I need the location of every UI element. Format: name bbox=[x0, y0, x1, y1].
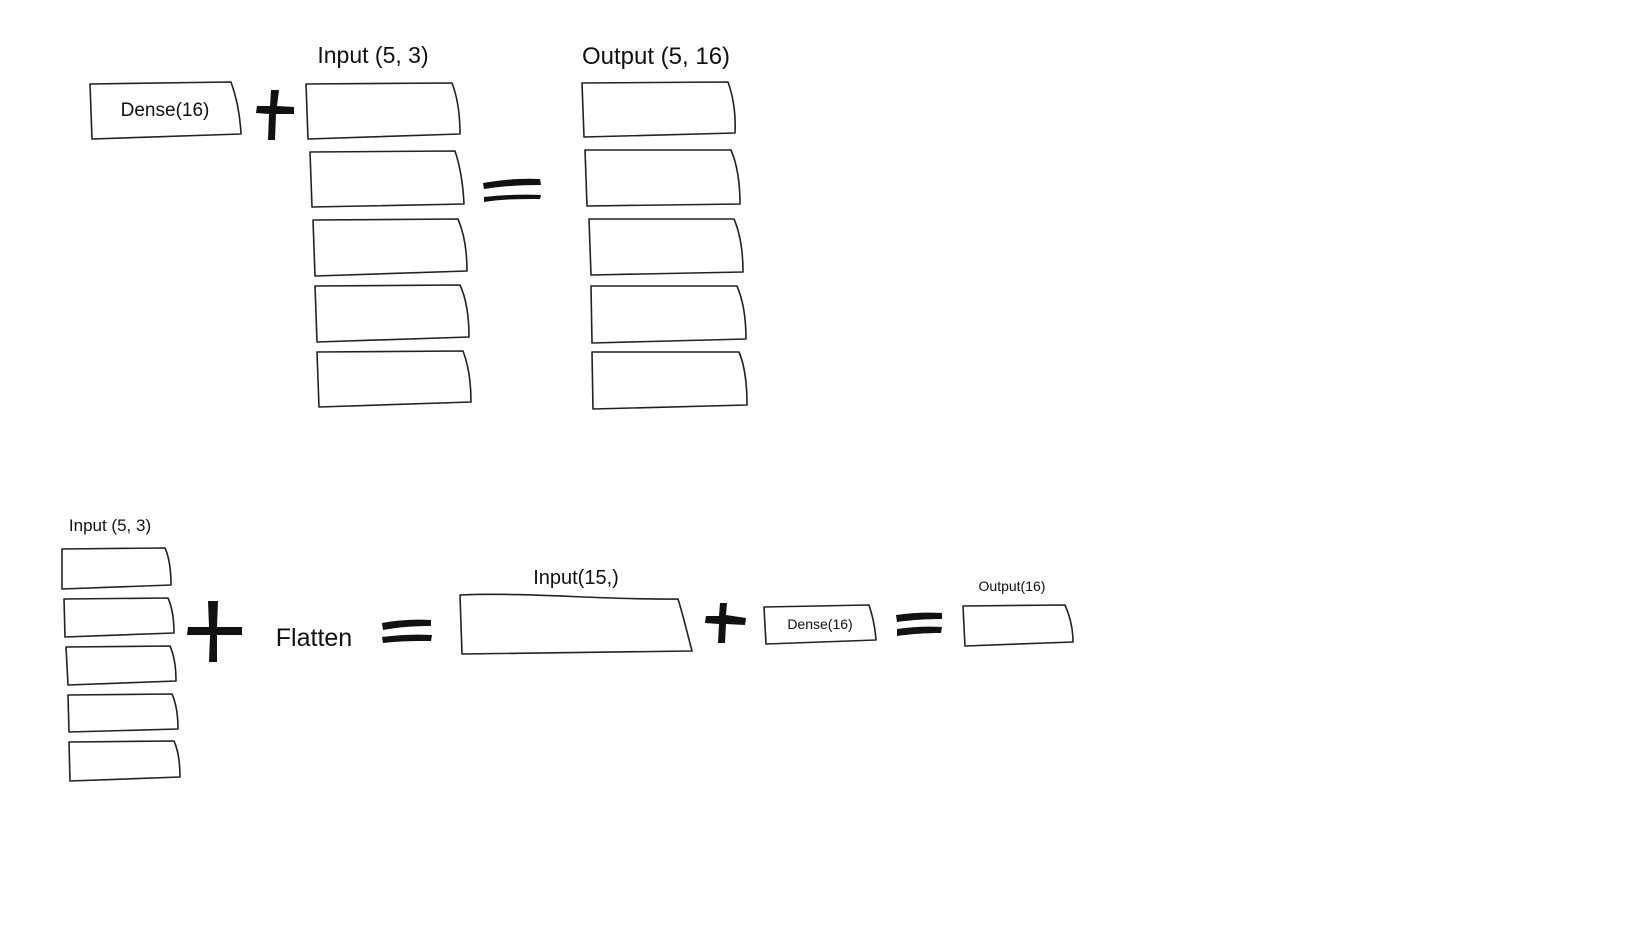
flatten-label: Flatten bbox=[276, 624, 352, 652]
bottom-equals-icon-2 bbox=[896, 612, 942, 636]
flat-input-label: Input(15,) bbox=[533, 567, 619, 589]
bottom-dense-block: Dense(16) bbox=[763, 604, 877, 645]
top-input-stack bbox=[305, 82, 472, 408]
top-output-row bbox=[590, 285, 747, 344]
bottom-output-label: Output(16) bbox=[979, 578, 1046, 594]
bottom-plus-icon-2 bbox=[705, 603, 746, 643]
top-plus-icon bbox=[256, 90, 294, 140]
bottom-input-stack bbox=[61, 547, 181, 782]
bottom-output-box bbox=[962, 604, 1074, 647]
top-input-row bbox=[314, 284, 470, 343]
top-input-label: Input (5, 3) bbox=[317, 42, 428, 68]
top-output-row bbox=[584, 149, 741, 207]
bottom-input-row bbox=[67, 693, 179, 733]
bottom-equals-icon-1 bbox=[382, 619, 432, 643]
top-output-row bbox=[591, 351, 748, 410]
bottom-input-row bbox=[65, 645, 177, 686]
top-input-row bbox=[305, 82, 461, 140]
flat-input-box bbox=[459, 593, 693, 655]
top-equals-icon bbox=[483, 178, 541, 202]
bottom-input-row bbox=[63, 597, 175, 638]
top-output-row bbox=[581, 81, 736, 138]
top-output-row bbox=[588, 218, 744, 276]
top-diagram: Dense(16) Input (5, 3) Output (5, 16) bbox=[89, 42, 748, 410]
bottom-plus-icon bbox=[187, 601, 242, 662]
bottom-dense-box bbox=[763, 604, 877, 645]
bottom-dense-label: Dense(16) bbox=[787, 616, 852, 632]
bottom-input-label: Input (5, 3) bbox=[69, 516, 151, 535]
top-output-label: Output (5, 16) bbox=[582, 43, 730, 70]
top-output-stack bbox=[581, 81, 748, 410]
bottom-input-row bbox=[68, 740, 181, 782]
top-input-row bbox=[312, 218, 468, 277]
bottom-input-row bbox=[61, 547, 172, 590]
top-input-row bbox=[309, 150, 465, 208]
top-dense-label: Dense(16) bbox=[121, 100, 210, 121]
bottom-diagram: Input (5, 3) Flatten Input(15,) Dense(16… bbox=[61, 516, 1074, 782]
top-dense-block: Dense(16) bbox=[89, 81, 242, 140]
top-input-row bbox=[316, 350, 472, 408]
top-dense-box bbox=[89, 81, 242, 140]
